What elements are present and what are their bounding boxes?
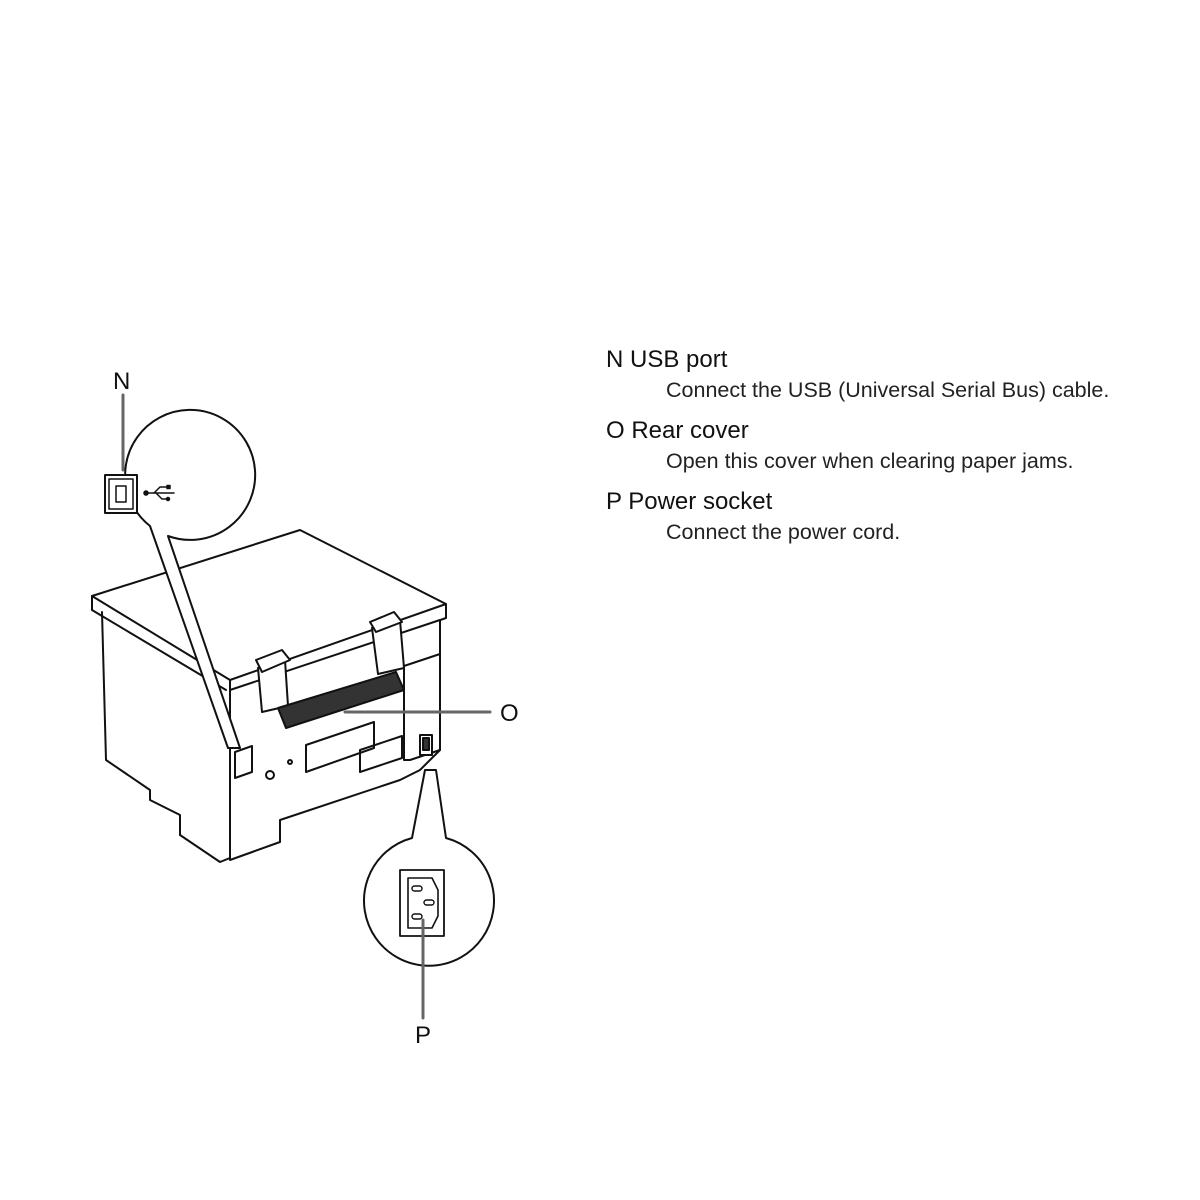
callout-label-o: O	[500, 700, 519, 727]
description-power-socket: P Power socket Connect the power cord.	[606, 487, 1186, 548]
item-body: Open this cover when clearing paper jams…	[666, 449, 1074, 473]
item-title: N USB port	[606, 346, 728, 373]
item-title: O Rear cover	[606, 417, 749, 444]
description-usb-port: N USB port Connect the USB (Universal Se…	[606, 345, 1186, 406]
printer-rear-diagram: N O P	[91, 368, 519, 1049]
callout-label-p: P	[415, 1022, 432, 1049]
printer-body	[91, 529, 447, 863]
description-rear-cover: O Rear cover Open this cover when cleari…	[606, 416, 1186, 477]
callout-label-n: N	[113, 368, 131, 395]
printer-illustration	[91, 393, 495, 1020]
power-callout-bubble	[363, 769, 495, 967]
item-title: P Power socket	[606, 488, 773, 515]
usb-trident-icon	[143, 484, 175, 502]
parts-description-list: N USB port Connect the USB (Universal Se…	[606, 345, 1186, 558]
item-body: Connect the USB (Universal Serial Bus) c…	[666, 378, 1110, 402]
item-body: Connect the power cord.	[666, 520, 901, 544]
